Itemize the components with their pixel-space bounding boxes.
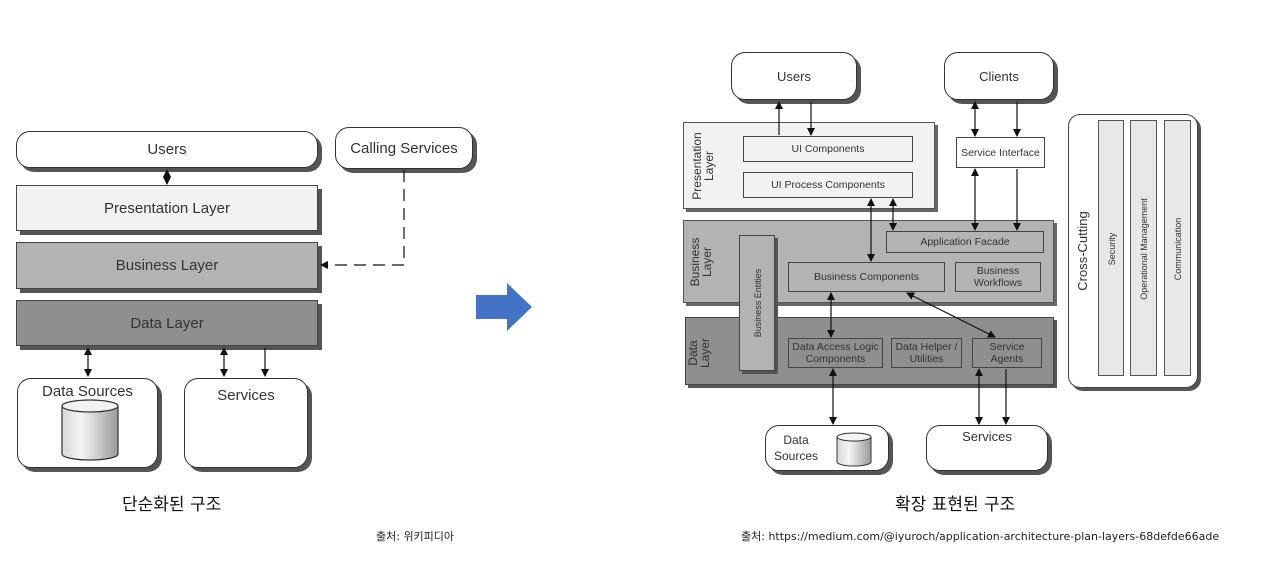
business-label-line2: Layer <box>700 246 714 278</box>
right-data-sources-line2: Sources <box>774 449 819 463</box>
right-services-label: Services <box>962 429 1012 444</box>
data-helper-line1: Data Helper / <box>895 341 958 353</box>
data-layer: Data Layer <box>16 300 318 346</box>
database-icon <box>61 399 119 461</box>
service-interface: Service Interface <box>956 137 1045 168</box>
service-agents-line2: Agents <box>990 353 1024 365</box>
left-source: 출처: 위키피디아 <box>376 530 455 543</box>
cross-cutting-security: Security <box>1098 120 1124 376</box>
business-workflows-line1: Business <box>976 265 1020 277</box>
business-entities-label: Business Entities <box>753 268 763 338</box>
data-layer-label: Data Layer <box>130 314 204 332</box>
calling-services-box: Calling Services <box>335 127 473 169</box>
services-label: Services <box>217 387 275 404</box>
ui-process-components: UI Process Components <box>743 172 913 198</box>
business-workflows: Business Workflows <box>955 262 1041 292</box>
right-data-sources-label: Data Sources <box>774 432 818 464</box>
right-source: 출처: https://medium.com/@iyuroch/applicat… <box>741 530 1220 543</box>
cross-cutting-operational-management: Operational Management <box>1130 120 1157 376</box>
data-label-line2: Layer <box>698 337 712 369</box>
service-agents-line1: Service <box>989 341 1025 353</box>
communication-label: Communication <box>1173 217 1183 281</box>
right-data-sources-line1: Data <box>783 433 809 447</box>
data-access-line2: Components <box>805 353 866 365</box>
cross-cutting-communication: Communication <box>1164 120 1191 376</box>
calling-services-label: Calling Services <box>350 139 458 157</box>
business-components: Business Components <box>788 262 945 292</box>
presentation-layer: Presentation Layer <box>16 185 318 231</box>
data-sources-label: Data Sources <box>42 383 133 400</box>
security-label: Security <box>1107 232 1117 266</box>
business-layer-vertical-label: Business Layer <box>688 232 715 292</box>
presentation-layer-vertical-label: Presentation Layer <box>690 126 717 206</box>
presentation-layer-label: Presentation Layer <box>104 199 230 217</box>
calling-services-dashed-link <box>320 170 405 269</box>
users-label: Users <box>147 141 187 158</box>
users-box: Users <box>16 131 318 168</box>
ui-process-components-label: UI Process Components <box>771 179 885 191</box>
right-users-label: Users <box>777 68 811 84</box>
business-workflows-line2: Workflows <box>973 277 1023 289</box>
business-entities: Business Entities <box>739 235 775 371</box>
data-helper-line2: Utilities <box>909 353 944 365</box>
right-users-box: Users <box>731 52 857 100</box>
cross-cutting-title: Cross-Cutting <box>1075 211 1090 291</box>
data-access-logic-components: Data Access Logic Components <box>788 338 883 368</box>
application-facade-label: Application Facade <box>920 236 1010 248</box>
ui-components-label: UI Components <box>791 143 865 155</box>
right-database-icon <box>836 432 872 467</box>
right-arrow-icon <box>476 283 532 331</box>
application-facade: Application Facade <box>886 231 1044 253</box>
ui-components: UI Components <box>743 136 913 162</box>
business-layer: Business Layer <box>16 242 318 289</box>
operational-management-label: Operational Management <box>1139 198 1149 300</box>
service-interface-label: Service Interface <box>961 146 1040 159</box>
right-services-box: Services <box>926 425 1048 471</box>
clients-box: Clients <box>944 52 1054 100</box>
data-helper-utilities: Data Helper / Utilities <box>891 338 962 368</box>
services-box: Services <box>184 378 308 468</box>
right-caption: 확장 표현된 구조 <box>895 495 1016 515</box>
business-components-label: Business Components <box>813 271 920 283</box>
presentation-label-line2: Layer <box>702 150 716 182</box>
left-caption: 단순화된 구조 <box>122 495 222 515</box>
service-agents: Service Agents <box>972 338 1042 368</box>
clients-label: Clients <box>979 68 1019 84</box>
data-layer-vertical-label: Data Layer <box>686 333 713 373</box>
business-layer-label: Business Layer <box>115 257 219 274</box>
data-access-line1: Data Access Logic <box>792 341 879 353</box>
